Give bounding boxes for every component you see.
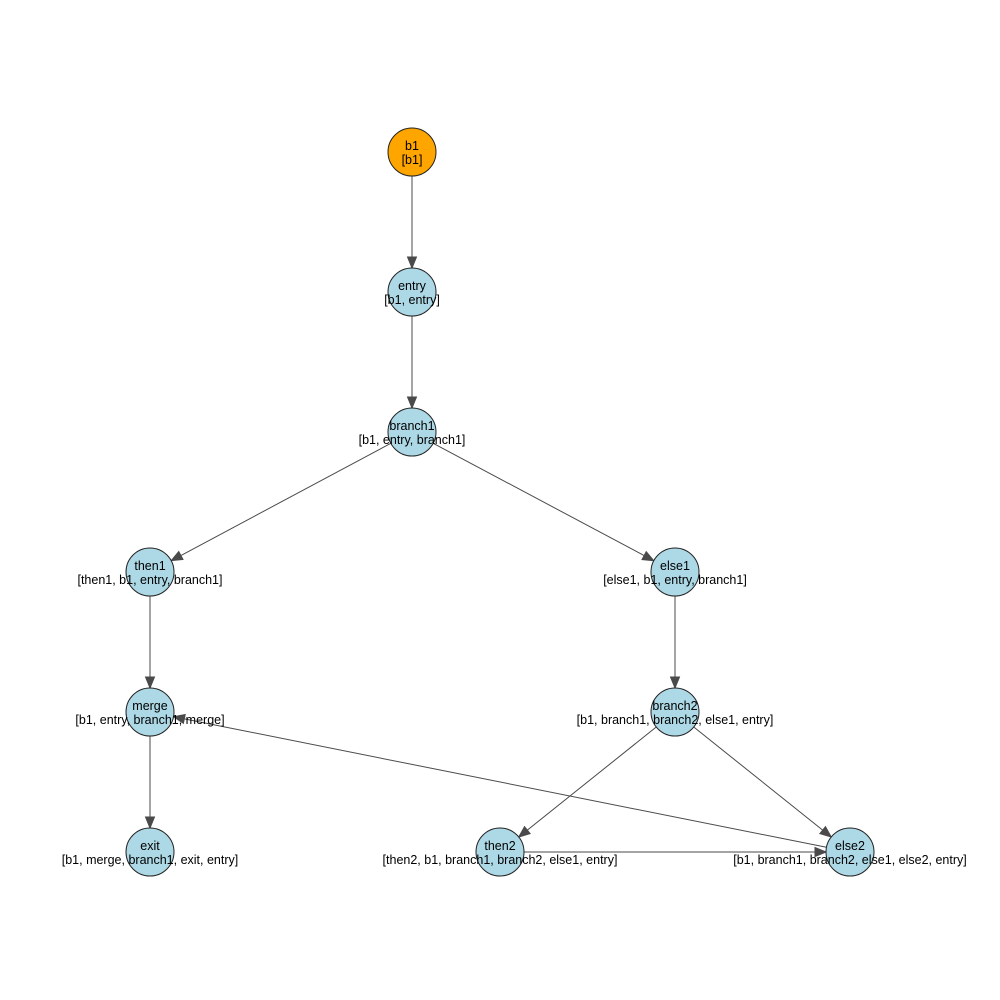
node-name-label: branch2 (652, 699, 697, 713)
node-name-label: branch1 (389, 419, 434, 433)
node-branch1[interactable]: branch1[b1, entry, branch1] (359, 407, 466, 457)
node-set-label: [then1, b1, entry, branch1] (77, 573, 222, 587)
arrowhead (172, 713, 186, 725)
arrowhead (144, 676, 156, 690)
node-circle[interactable] (387, 407, 437, 457)
arrowhead (669, 676, 681, 690)
node-else1[interactable]: else1[else1, b1, entry, branch1] (603, 547, 747, 597)
node-then2[interactable]: then2[then2, b1, branch1, branch2, else1… (383, 827, 618, 877)
node-circle[interactable] (387, 267, 437, 317)
edge-else2-to-merge (172, 713, 827, 848)
arrowhead (819, 825, 833, 838)
node-exit[interactable]: exit[b1, merge, branch1, exit, entry] (62, 827, 238, 877)
node-merge[interactable]: merge[b1, entry, branch1, merge] (75, 687, 225, 737)
edge-else1-to-branch2 (669, 596, 681, 690)
edge-line (693, 726, 823, 831)
arrowhead (144, 816, 156, 830)
node-name-label: else1 (660, 559, 690, 573)
node-circle[interactable] (125, 827, 175, 877)
arrowhead (814, 846, 828, 858)
nodes-layer: b1[b1]entry[b1, entry]branch1[b1, entry,… (62, 127, 967, 877)
node-set-label: [then2, b1, branch1, branch2, else1, ent… (383, 853, 618, 867)
edge-b1-to-entry (406, 176, 418, 270)
node-circle[interactable] (125, 547, 175, 597)
node-set-label: [b1, entry, branch1] (359, 433, 466, 447)
edge-line (184, 718, 827, 848)
node-name-label: then2 (484, 839, 515, 853)
edge-entry-to-branch1 (406, 316, 418, 410)
edge-branch2-to-then2 (517, 726, 657, 838)
node-entry[interactable]: entry[b1, entry] (384, 267, 440, 317)
edge-line (432, 442, 645, 556)
node-circle[interactable] (825, 827, 875, 877)
node-set-label: [b1] (402, 153, 423, 167)
edge-branch2-to-else2 (693, 726, 833, 838)
edge-line (180, 442, 392, 556)
node-circle[interactable] (650, 687, 700, 737)
edge-branch1-to-then1 (170, 442, 392, 562)
arrowhead (517, 825, 531, 838)
edge-branch1-to-else1 (432, 442, 655, 562)
node-name-label: then1 (134, 559, 165, 573)
edges-layer (144, 176, 833, 858)
node-set-label: [b1, entry, branch1, merge] (75, 713, 224, 727)
node-b1[interactable]: b1[b1] (387, 127, 437, 177)
node-circle[interactable] (125, 687, 175, 737)
arrowhead (170, 550, 184, 562)
node-set-label: [b1, branch1, branch2, else1, else2, ent… (733, 853, 966, 867)
node-name-label: b1 (405, 139, 419, 153)
edge-then2-to-else2 (524, 846, 828, 858)
arrowhead (641, 550, 655, 562)
node-set-label: [b1, merge, branch1, exit, entry] (62, 853, 238, 867)
node-set-label: [b1, entry] (384, 293, 440, 307)
node-name-label: merge (132, 699, 167, 713)
node-name-label: else2 (835, 839, 865, 853)
edge-line (527, 726, 657, 831)
node-set-label: [b1, branch1, branch2, else1, entry] (577, 713, 774, 727)
edge-then1-to-merge (144, 596, 156, 690)
arrowhead (406, 256, 418, 270)
node-name-label: exit (140, 839, 160, 853)
node-then1[interactable]: then1[then1, b1, entry, branch1] (77, 547, 223, 597)
node-set-label: [else1, b1, entry, branch1] (603, 573, 747, 587)
node-circle[interactable] (650, 547, 700, 597)
node-circle[interactable] (475, 827, 525, 877)
edge-merge-to-exit (144, 736, 156, 830)
node-branch2[interactable]: branch2[b1, branch1, branch2, else1, ent… (577, 687, 774, 737)
node-name-label: entry (398, 279, 427, 293)
arrowhead (406, 396, 418, 410)
node-else2[interactable]: else2[b1, branch1, branch2, else1, else2… (733, 827, 967, 877)
node-circle[interactable] (387, 127, 437, 177)
